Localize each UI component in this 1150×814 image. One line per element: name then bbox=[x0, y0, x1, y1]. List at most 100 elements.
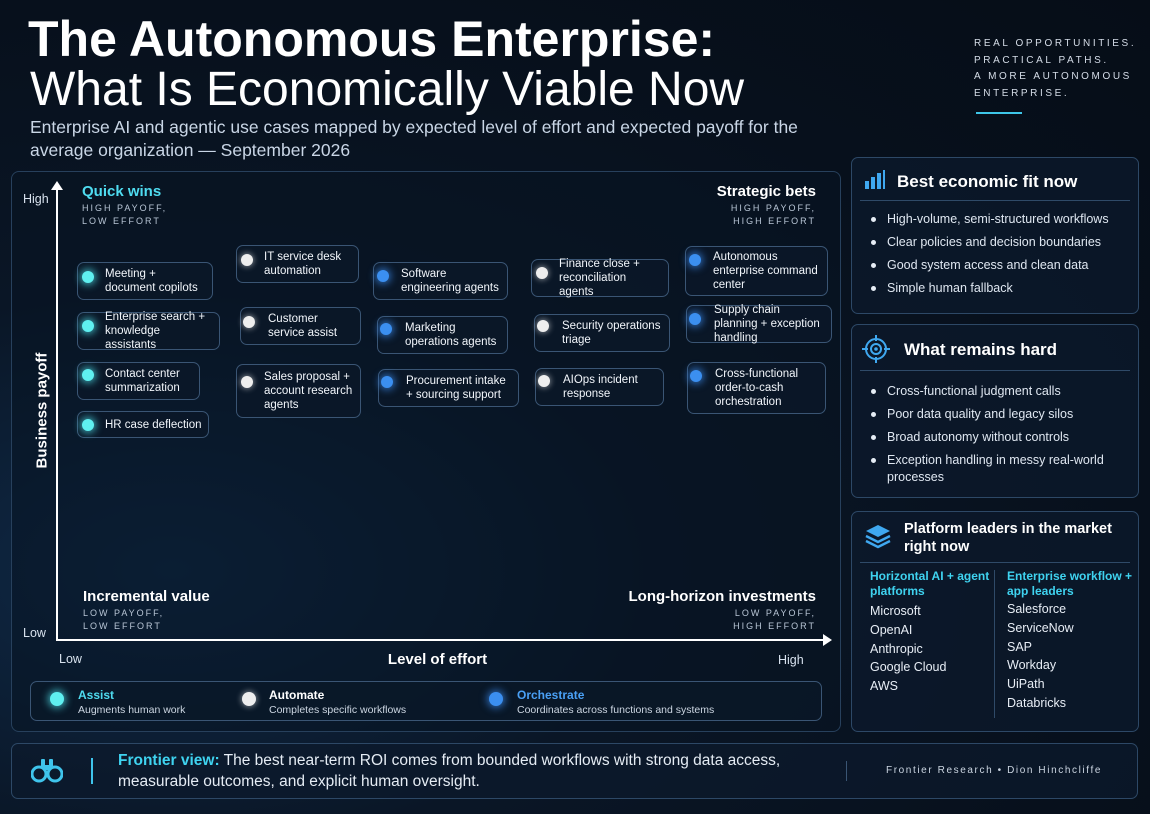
use-case-label: Marketing operations agents bbox=[405, 322, 497, 348]
page-title-line2: What Is Economically Viable Now bbox=[30, 63, 745, 116]
legend-orchestrate-desc: Coordinates across functions and systems bbox=[517, 704, 715, 716]
quadrant-title: Quick wins bbox=[82, 183, 162, 200]
vendor-item: Microsoft bbox=[870, 604, 921, 618]
quadrant-title: Incremental value bbox=[83, 588, 210, 605]
quadrant-subtitle: HIGH PAYOFF, bbox=[730, 203, 816, 213]
divider bbox=[860, 200, 1130, 201]
use-case-label: Software engineering agents bbox=[401, 268, 499, 294]
list-item: Exception handling in messy real-world p… bbox=[871, 452, 1133, 486]
platform-leaders-panel bbox=[851, 511, 1139, 732]
vendor-item: Workday bbox=[1007, 658, 1057, 673]
tagline-line: PRACTICAL PATHS. bbox=[974, 54, 1109, 66]
page-subtitle: Enterprise AI and agentic use cases mapp… bbox=[30, 117, 798, 160]
bar-chart-icon bbox=[865, 170, 885, 189]
enterprise-workflow-heading: Enterprise workflow + app leaders bbox=[1007, 569, 1133, 598]
use-case-card[interactable]: Autonomous enterprise command center bbox=[685, 246, 828, 296]
quadrant-incremental-value: Incremental value LOW PAYOFF, LOW EFFORT bbox=[83, 588, 210, 633]
legend bbox=[30, 681, 822, 721]
use-case-card[interactable]: Supply chain planning + exception handli… bbox=[686, 304, 832, 344]
y-axis-high-label: High bbox=[23, 192, 49, 206]
vendor-item: OpenAI bbox=[870, 622, 913, 637]
use-case-card[interactable]: Cross-functional order-to-cash orchestra… bbox=[687, 362, 826, 414]
x-axis-low-label: Low bbox=[59, 652, 82, 666]
use-case-card[interactable]: Security operations triage bbox=[534, 314, 670, 352]
use-case-label: Finance close + reconciliation agents bbox=[559, 258, 640, 298]
list-item: High-volume, semi-structured workflows bbox=[871, 211, 1133, 228]
layers-icon bbox=[865, 525, 891, 549]
footer-text: Frontier view: The best near-term ROI co… bbox=[118, 750, 838, 792]
automate-dot-icon bbox=[538, 375, 550, 387]
orchestrate-dot-icon bbox=[381, 376, 393, 388]
use-case-card[interactable]: HR case deflection bbox=[77, 411, 209, 438]
footer-banner bbox=[11, 743, 1138, 799]
legend-assist-title: Assist bbox=[78, 688, 115, 702]
use-case-label: Procurement intake + sourcing support bbox=[406, 375, 506, 401]
quadrant-quick-wins: Quick wins HIGH PAYOFF, LOW EFFORT bbox=[82, 183, 167, 228]
quadrant-subtitle: LOW EFFORT bbox=[82, 216, 161, 226]
quadrant-subtitle: HIGH PAYOFF, bbox=[82, 203, 168, 213]
vendor-item: Anthropic bbox=[870, 641, 923, 656]
horizontal-ai-list: Microsoft OpenAI Anthropic Google Cloud … bbox=[870, 602, 946, 696]
use-case-label: HR case deflection bbox=[105, 418, 202, 431]
use-case-label: Enterprise search + knowledge assistants bbox=[105, 311, 206, 351]
use-case-card[interactable]: Sales proposal + account research agents bbox=[236, 364, 361, 418]
automate-dot-icon bbox=[536, 267, 548, 279]
automate-dot-icon bbox=[241, 254, 253, 266]
list-item: Cross-functional judgment calls bbox=[871, 383, 1133, 400]
tagline: REAL OPPORTUNITIES. PRACTICAL PATHS. A M… bbox=[974, 36, 1144, 102]
orchestrate-dot-icon bbox=[377, 270, 389, 282]
automate-dot-icon bbox=[241, 376, 253, 388]
y-axis-line bbox=[56, 184, 58, 641]
orchestrate-dot-icon bbox=[689, 254, 701, 266]
y-axis-arrow-icon bbox=[51, 181, 63, 190]
legend-orchestrate-title: Orchestrate bbox=[517, 688, 585, 702]
x-axis-title: Level of effort bbox=[387, 651, 488, 668]
quadrant-subtitle: LOW PAYOFF, bbox=[83, 608, 165, 618]
quadrant-subtitle: LOW EFFORT bbox=[83, 621, 162, 631]
quadrant-long-horizon: Long-horizon investments LOW PAYOFF, HIG… bbox=[610, 588, 817, 633]
platform-leaders-title: Platform leaders in the market right now bbox=[904, 521, 1112, 555]
use-case-card[interactable]: Meeting + document copilots bbox=[77, 262, 213, 300]
use-case-card[interactable]: Contact center summarization bbox=[77, 362, 200, 400]
quadrant-subtitle: HIGH EFFORT bbox=[733, 216, 816, 226]
list-item: Good system access and clean data bbox=[871, 257, 1133, 274]
use-case-card[interactable]: Finance close + reconciliation agents bbox=[531, 258, 669, 298]
tagline-line: REAL OPPORTUNITIES. bbox=[974, 38, 1137, 49]
orchestrate-dot-icon bbox=[689, 313, 701, 325]
use-case-card[interactable]: AIOps incident response bbox=[535, 368, 664, 406]
quadrant-strategic-bets: Strategic bets HIGH PAYOFF, HIGH EFFORT bbox=[640, 183, 816, 228]
vendor-item: Databricks bbox=[1007, 695, 1067, 710]
use-case-label: IT service desk automation bbox=[264, 251, 342, 277]
list-item: Simple human fallback bbox=[871, 280, 1133, 297]
vendor-item: AWS bbox=[870, 679, 899, 694]
y-axis-title: Business payoff bbox=[33, 352, 51, 469]
automate-dot-icon bbox=[242, 692, 256, 706]
footer-divider bbox=[846, 761, 847, 781]
use-case-card[interactable]: Procurement intake + sourcing support bbox=[378, 369, 519, 407]
divider bbox=[860, 562, 1130, 563]
quadrant-subtitle: HIGH EFFORT bbox=[733, 621, 816, 631]
x-axis-arrow-icon bbox=[823, 634, 832, 646]
use-case-card[interactable]: Enterprise search + knowledge assistants bbox=[77, 311, 220, 351]
use-case-card[interactable]: Customer service assist bbox=[240, 307, 361, 345]
y-axis-low-label: Low bbox=[23, 626, 46, 640]
assist-dot-icon bbox=[82, 419, 94, 431]
use-case-card[interactable]: Software engineering agents bbox=[373, 262, 508, 300]
list-item: Broad autonomy without controls bbox=[871, 429, 1133, 446]
use-case-card[interactable]: IT service desk automation bbox=[236, 245, 359, 283]
assist-dot-icon bbox=[82, 271, 94, 283]
best-fit-panel bbox=[851, 157, 1139, 314]
use-case-label: Customer service assist bbox=[268, 313, 338, 339]
use-case-card[interactable]: Marketing operations agents bbox=[377, 316, 508, 354]
best-fit-list: High-volume, semi-structured workflows C… bbox=[871, 211, 1133, 297]
use-case-label: Sales proposal + account research agents bbox=[264, 371, 353, 411]
footer-body: The best near-term ROI comes from bounde… bbox=[118, 752, 781, 790]
horizontal-ai-heading: Horizontal AI + agent platforms bbox=[870, 569, 990, 598]
assist-dot-icon bbox=[82, 369, 94, 381]
vendor-item: Salesforce bbox=[1007, 602, 1067, 616]
use-case-label: Security operations triage bbox=[562, 320, 661, 346]
divider bbox=[860, 370, 1130, 371]
use-case-label: Supply chain planning + exception handli… bbox=[714, 304, 820, 344]
orchestrate-dot-icon bbox=[489, 692, 503, 706]
automate-dot-icon bbox=[537, 320, 549, 332]
